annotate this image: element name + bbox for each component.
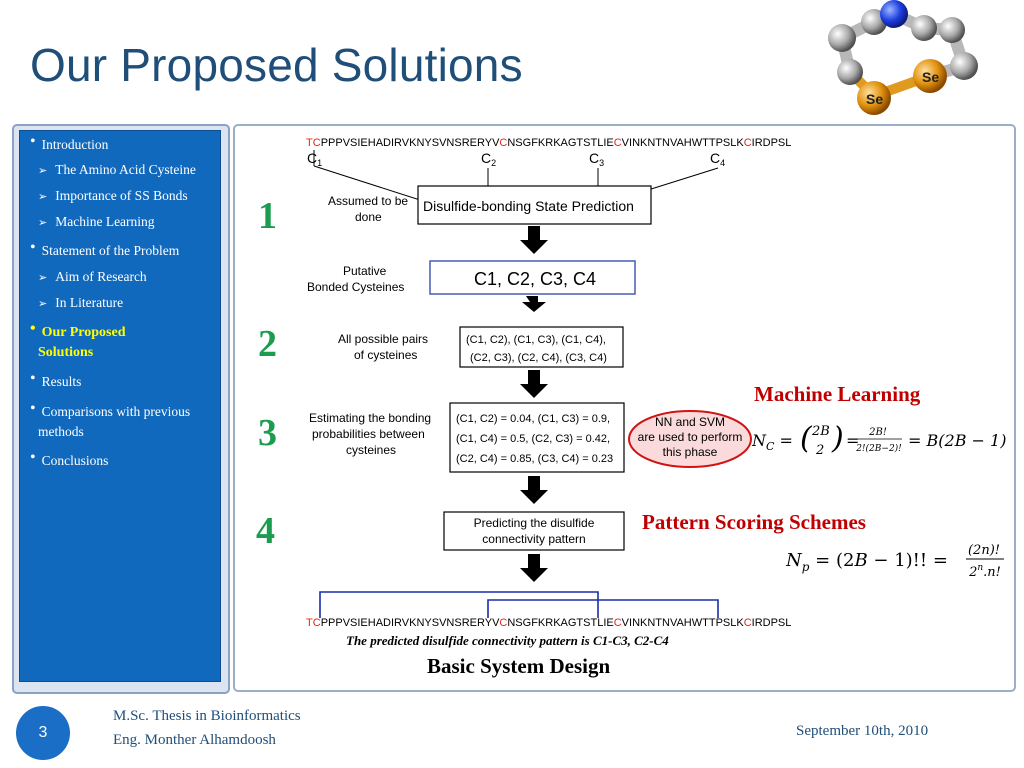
page-number-badge: 3 <box>16 706 70 760</box>
cys-label-3: C3 <box>589 150 604 168</box>
putative-cysteines-text: C1, C2, C3, C4 <box>474 269 596 289</box>
cys-label-1: C1 <box>307 150 322 168</box>
footer-date: September 10th, 2010 <box>796 723 929 739</box>
machine-learning-title: Machine Learning <box>754 382 921 406</box>
pattern-scoring-title: Pattern Scoring Schemes <box>642 510 866 534</box>
footer-thesis: M.Sc. Thesis in Bioinformatics <box>113 708 301 724</box>
arrow-bullet-icon: ➢ <box>38 217 48 229</box>
connector-lines <box>313 150 719 201</box>
diagram-caption: Basic System Design <box>427 654 611 678</box>
probabilities-line1: (C1, C2) = 0.04, (C1, C3) = 0.9, <box>456 413 610 425</box>
bullet-icon: • <box>30 449 36 466</box>
nn-svm-ellipse <box>628 410 752 468</box>
sidebar-item-ss-bonds[interactable]: ➢Importance of SS Bonds <box>38 188 188 203</box>
down-arrows <box>520 226 548 582</box>
sidebar-item-amino-acid-cysteine[interactable]: ➢The Amino Acid Cysteine <box>38 162 196 177</box>
sidebar-item-conclusions[interactable]: •Conclusions <box>30 449 109 468</box>
svg-text:=: = <box>846 431 859 450</box>
sidebar-item-statement-of-problem[interactable]: •Statement of the Problem <box>30 239 180 258</box>
svg-text:): ) <box>831 421 844 456</box>
estimating-label-line1: Estimating the bonding <box>309 411 431 425</box>
estimating-label-line2: probabilities between <box>312 427 425 441</box>
svg-text:2!(2B−2)!: 2!(2B−2)! <box>855 443 902 454</box>
bottom-sequence: TCPPPVSIEHADIRVKNYSVNSRERYVCNSGFKRKAGTST… <box>306 617 791 629</box>
sidebar-item-aim-of-research[interactable]: ➢Aim of Research <box>38 269 147 284</box>
svg-text:(2n)!: (2n)! <box>968 543 1000 558</box>
bullet-icon: • <box>30 400 36 417</box>
step-number-1: 1 <box>258 195 277 237</box>
cys-label-4: C4 <box>710 150 725 168</box>
arrow-bullet-icon: ➢ <box>38 298 48 310</box>
footer-author: Eng. Monther Alhamdoosh <box>113 732 276 748</box>
svg-text:2B: 2B <box>811 424 830 439</box>
svg-text:2B!: 2B! <box>868 427 887 438</box>
step-number-2: 2 <box>258 323 277 365</box>
sidebar-item-in-literature[interactable]: ➢In Literature <box>38 295 124 310</box>
connectivity-pattern-box <box>443 511 625 551</box>
pairs-text-line1: (C1, C2), (C1, C3), (C1, C4), <box>466 334 606 346</box>
se-label-2: Se <box>922 69 939 85</box>
probabilities-line2: (C1, C4) = 0.5, (C2, C3) = 0.42, <box>456 433 610 445</box>
assumed-label-line2: done <box>355 210 382 224</box>
svg-text:2n.n!: 2n.n! <box>968 563 1001 580</box>
state-prediction-box <box>417 185 652 225</box>
svg-text:2: 2 <box>815 443 824 458</box>
putative-label-line2: Bonded Cysteines <box>307 280 404 294</box>
probabilities-line3: (C2, C4) = 0.85, (C3, C4) = 0.23 <box>456 453 613 465</box>
nc-formula: NC = ( 2B 2 ) = 2B! 2!(2B−2)! = B(2B − 1… <box>752 421 1006 458</box>
nn-svm-line3: this phase <box>663 445 718 459</box>
estimating-label-line3: cysteines <box>346 443 396 457</box>
selenium-molecule-image: Se Se <box>828 0 978 115</box>
predicted-pattern-text: The predicted disulfide connectivity pat… <box>346 633 669 648</box>
putative-cysteines-box <box>429 260 636 295</box>
svg-text:Np = (2B − 1)!! =: Np = (2B − 1)!! = <box>786 550 948 574</box>
state-prediction-text: Disulfide-bonding State Prediction <box>423 198 634 214</box>
bullet-icon: • <box>30 320 36 337</box>
step-number-4: 4 <box>256 510 275 552</box>
nn-svm-line1: NN and SVM <box>655 415 725 429</box>
putative-label-line1: Putative <box>343 264 387 278</box>
svg-text:NC =: NC = <box>752 431 793 453</box>
pairs-label-line2: of cysteines <box>354 348 417 362</box>
pairs-label-line1: All possible pairs <box>338 332 428 346</box>
assumed-label-line1: Assumed to be <box>328 194 408 208</box>
bullet-icon: • <box>30 239 36 256</box>
top-sequence: TCPPPVSIEHADIRVKNYSVNSRERYVCNSGFKRKAGTST… <box>306 137 791 149</box>
se-label-1: Se <box>866 91 883 107</box>
arrow-bullet-icon: ➢ <box>38 272 48 284</box>
sidebar-item-introduction[interactable]: •Introduction <box>30 133 109 152</box>
connectivity-text-line2: connectivity pattern <box>482 532 585 546</box>
arrow-bullet-icon: ➢ <box>38 165 48 177</box>
bond-brackets <box>319 591 719 618</box>
svg-text:= B(2B − 1): = B(2B − 1) <box>908 431 1006 450</box>
arrow-bullet-icon: ➢ <box>38 191 48 203</box>
bullet-icon: • <box>30 133 36 150</box>
cys-label-2: C2 <box>481 150 496 168</box>
pairs-box <box>459 326 624 368</box>
sidebar-nav: •Introduction ➢The Amino Acid Cysteine ➢… <box>19 130 221 682</box>
sidebar-item-results[interactable]: •Results <box>30 370 82 389</box>
connectivity-text-line1: Predicting the disulfide <box>474 516 595 530</box>
pairs-text-line2: (C2, C3), (C2, C4), (C3, C4) <box>470 352 607 364</box>
bullet-icon: • <box>30 370 36 387</box>
nn-svm-line2: are used to perform <box>638 430 743 444</box>
np-formula: Np = (2B − 1)!! = (2n)! 2n.n! <box>786 543 1004 580</box>
probabilities-box <box>449 402 625 473</box>
slide-title: Our Proposed Solutions <box>30 39 523 91</box>
svg-text:(: ( <box>800 421 813 456</box>
step-number-3: 3 <box>258 412 277 454</box>
sidebar-item-machine-learning[interactable]: ➢Machine Learning <box>38 214 155 229</box>
